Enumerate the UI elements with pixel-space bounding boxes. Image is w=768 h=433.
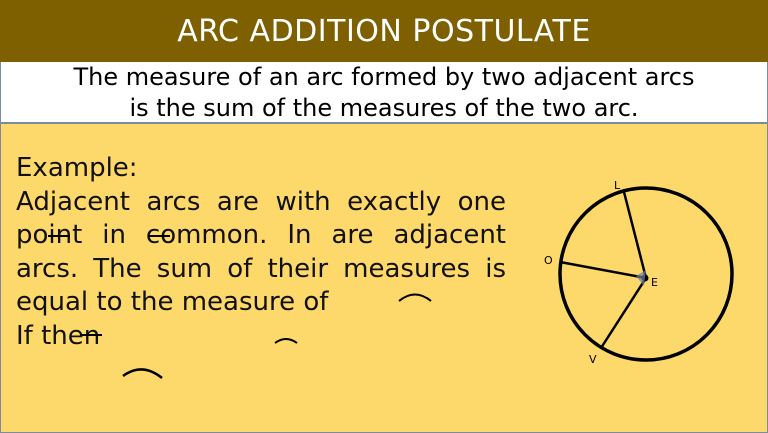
example-line-1: Adjacent arcs are with exactly one [16, 186, 506, 217]
radius-eo [559, 260, 647, 280]
label-l: L [614, 179, 621, 192]
slide-title: ARC ADDITION POSTULATE [0, 0, 768, 62]
radius-ev [599, 277, 648, 349]
circle [558, 186, 734, 362]
radius-el [622, 191, 648, 279]
definition-line-1: The measure of an arc formed by two adja… [73, 63, 695, 91]
example-line-4: equal to the measure of [16, 287, 329, 317]
definition-line-2: is the sum of the measures of the two ar… [129, 94, 639, 122]
label-o: O [544, 254, 553, 267]
label-v: V [589, 353, 597, 366]
center-shade [636, 270, 646, 286]
example-heading: Example: [16, 153, 138, 183]
example-line-3: arcs. The sum of their measures is [16, 253, 506, 284]
example-line-2: point in common. In are adjacent [16, 220, 506, 250]
example-panel: Example: Adjacent arcs are with exactly … [0, 123, 768, 433]
arc-mark-icon [274, 338, 298, 344]
arc-mark-icon [122, 368, 163, 379]
arc-mark-icon [398, 293, 432, 302]
postulate-definition: The measure of an arc formed by two adja… [0, 62, 768, 123]
label-e: E [651, 276, 658, 289]
